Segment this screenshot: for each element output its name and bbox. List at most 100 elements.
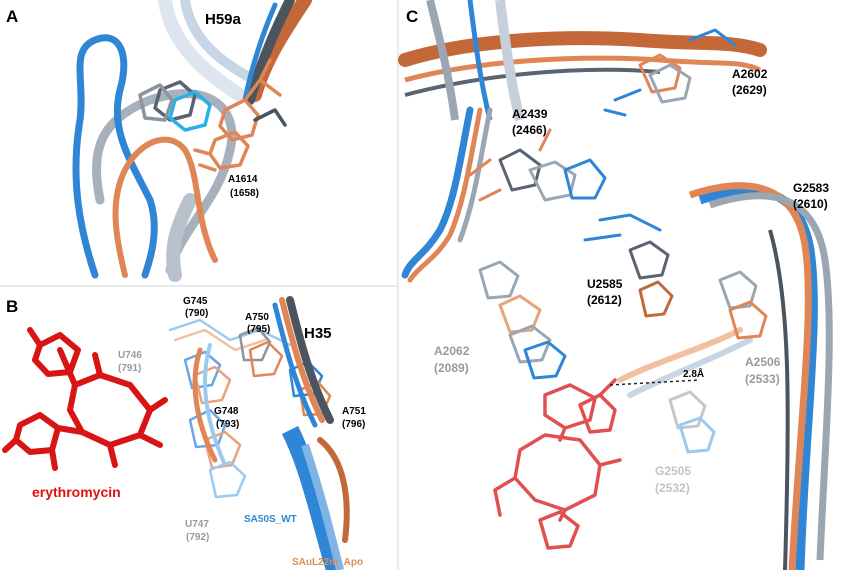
panel-c-residue-g2505-num: (2532) <box>655 481 690 495</box>
panel-c-a2439-sticks <box>468 128 552 202</box>
panel-a-structure <box>72 0 312 282</box>
panel-c-residue-a2506-name: A2506 <box>745 355 781 369</box>
panel-c-a2506-ring-2 <box>728 300 768 340</box>
panel-c-residue-g2583-name: G2583 <box>793 181 829 195</box>
panel-a-residue-name: A1614 <box>228 174 258 185</box>
panel-c-a2062-ring-2 <box>498 294 542 334</box>
panel-b-backbone-orange-light <box>173 328 267 352</box>
panel-a-frame <box>0 0 397 285</box>
panel-b-residue-a751-num: (796) <box>342 419 365 430</box>
panel-c-a2439-ring-dark <box>498 148 542 192</box>
panel-b-sheet-light <box>301 443 344 570</box>
panel-b-residue-g745-name: G745 <box>183 296 208 307</box>
panel-b-backbone-blue <box>203 343 227 467</box>
panel-b-helix-label: H35 <box>304 325 332 342</box>
panel-c-ribbon-top-orange <box>398 31 767 67</box>
panel-a-ribbon-faint <box>158 0 247 102</box>
panel-c-a2602-ring-grey <box>648 63 692 104</box>
panel-c-ribbon-top-grey <box>404 67 661 97</box>
panel-c-a2062-ring-1 <box>478 260 520 300</box>
panel-b-helix-blue <box>272 302 318 428</box>
panel-b-residue-u746-name: U746 <box>118 350 142 361</box>
panel-b-backbone-orange <box>192 347 218 463</box>
panel-c-u2585-sticks <box>583 213 662 242</box>
panel-c-ribbon-mid-blue <box>401 106 474 279</box>
panel-a-stick-orange-2 <box>193 148 217 172</box>
panel-b-ring-5 <box>208 460 247 499</box>
panel-c-ribbon-mid-orange <box>407 107 483 283</box>
panel-c-ribbon-arch-dark <box>768 229 790 570</box>
panel-c-residue-a2602-num: (2629) <box>732 83 767 97</box>
panel-a-stick-orange <box>243 58 282 102</box>
panel-c-ligand-ring-2 <box>578 393 617 434</box>
panel-c-ribbon-left-grey <box>426 0 459 121</box>
panel-c-nucleotides <box>468 28 768 454</box>
panel-a-helix-label: H59a <box>205 11 242 28</box>
panel-b-helix-dark <box>286 296 334 424</box>
panel-a-stick-dark <box>253 108 287 127</box>
panel-b-residue-a751-name: A751 <box>342 406 366 417</box>
panel-c-ligand-macrolide <box>513 433 602 512</box>
erythromycin-bonds-2 <box>2 327 58 471</box>
panel-c-residue-a2602-name: A2602 <box>732 67 768 81</box>
panel-c-ligand-bonds <box>493 378 622 522</box>
panel-c-letter: C <box>406 7 418 26</box>
panel-b-residue-g745-num: (790) <box>185 308 208 319</box>
panel-c-u2585-ring-dark <box>628 240 670 280</box>
panel-c-a2506-backbone-orange <box>617 327 743 383</box>
panel-c-residue-u2585-name: U2585 <box>587 277 623 291</box>
erythromycin-molecule <box>2 327 168 471</box>
erythromycin-bonds <box>55 347 168 468</box>
panel-c-erythromycin <box>493 378 622 550</box>
legend-wt-label: SA50S_WT <box>244 514 297 525</box>
panel-c-residue-g2583-num: (2610) <box>793 197 828 211</box>
panel-b-ring-1 <box>183 350 222 390</box>
panel-c-g2505-ring-1 <box>668 390 707 430</box>
panel-b-nucleotides <box>168 318 332 499</box>
panel-c-structure <box>398 0 833 570</box>
panel-b-residue-a750-name: A750 <box>245 312 269 323</box>
panel-b-residue-g748-num: (793) <box>216 419 239 430</box>
panel-a-residue-num: (1658) <box>230 188 259 199</box>
panel-c-a2062-ring-4 <box>523 340 567 380</box>
panel-a-ribbon-faint-2 <box>180 0 260 85</box>
panel-c-a2602-ring-orange <box>638 53 682 94</box>
panel-b-sheet-blue <box>281 425 344 570</box>
panel-c-residue-a2439-num: (2466) <box>512 123 547 137</box>
panel-c-ribbon-left-blue <box>467 0 493 121</box>
panel-c-ribbon-arch-blue <box>698 186 818 570</box>
panel-c-ribbon-arch-orange <box>688 182 812 570</box>
panel-b-ring-7 <box>248 340 284 378</box>
panel-b-helix-orange <box>279 297 325 423</box>
panel-c-residue-a2062-name: A2062 <box>434 344 470 358</box>
panel-c-ribbon-arch-grey <box>708 192 833 561</box>
panel-a-ring-cyan <box>168 90 212 132</box>
panel-b-residue-u747-name: U747 <box>185 519 209 530</box>
panel-c-a2062-ring-3 <box>508 324 552 364</box>
panel-c-ligand-ring-3 <box>538 510 580 550</box>
panel-c-residue-a2062-num: (2089) <box>434 361 469 375</box>
panel-c-ribbon-left-light <box>495 0 525 122</box>
panel-c-a2506-backbone-blue <box>627 337 753 398</box>
panel-a-ribbon-grey-sheet <box>166 193 197 282</box>
panel-b-residue-u747-num: (792) <box>186 532 209 543</box>
panel-b-sheet-orange <box>317 437 350 543</box>
panel-c-a2506-ring-1 <box>718 270 758 310</box>
panel-a-ring-grey <box>153 80 197 122</box>
panel-b-letter: B <box>6 297 18 316</box>
panel-c-ribbon-mid-grey <box>457 107 493 243</box>
panel-a-nucleotides <box>138 58 287 172</box>
panel-b-ring-6 <box>238 326 272 362</box>
legend-apo-label: SAuL22m_Apo <box>292 557 363 568</box>
panel-b-ligand-label: erythromycin <box>32 484 121 500</box>
panel-c-a2439-ring-blue <box>563 158 607 200</box>
panel-b-residue-a750-num: (795) <box>247 324 270 335</box>
panel-b-backbone-blue-light <box>168 318 292 347</box>
panel-b-residue-g748-name: G748 <box>214 406 239 417</box>
panel-a-helix-blue <box>242 2 278 103</box>
panel-c-residue-g2505-name: G2505 <box>655 464 691 478</box>
panel-b-ring-4 <box>203 430 242 470</box>
panel-b-ring-2 <box>193 365 232 405</box>
